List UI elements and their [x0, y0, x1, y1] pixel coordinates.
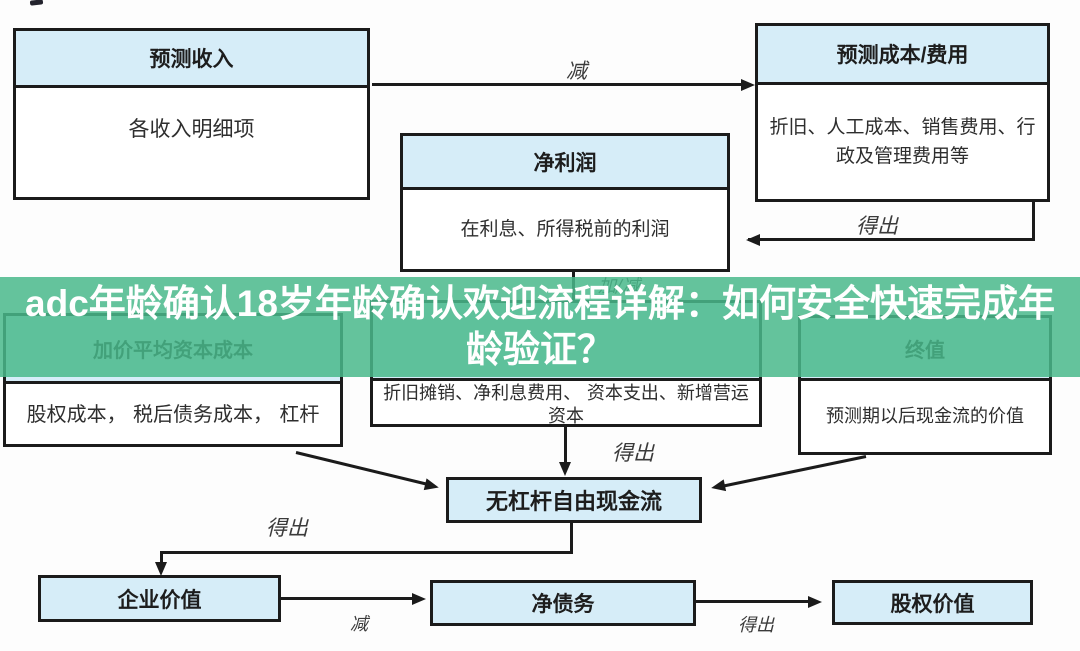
label-derive-fcf: 得出	[266, 516, 308, 540]
line-fcf-to-ev-vertical	[160, 551, 163, 565]
scan-artifact-mark	[29, 0, 44, 6]
arrow-ev-to-netdebt	[281, 597, 415, 600]
arrowhead-cost-to-netprofit	[746, 234, 760, 246]
box-terminal-value-body: 预测期以后现金流的价值	[826, 406, 1024, 427]
arrowhead-adjustments-to-fcf	[559, 462, 571, 476]
box-forecast-revenue-body: 各收入明细项	[128, 117, 255, 141]
box-equity-value: 股权价值	[832, 580, 1033, 625]
arrowhead-revenue-to-cost	[741, 79, 755, 91]
label-minus-bottom: 减	[350, 614, 368, 635]
arrowhead-fcf-to-ev	[155, 562, 167, 576]
arrow-wacc-to-fcf	[295, 451, 428, 486]
box-forecast-cost-title: 预测成本/费用	[758, 26, 1047, 85]
label-derive-adj: 得出	[612, 441, 654, 465]
arrowhead-netdebt-to-equity	[808, 596, 822, 608]
banner-text-line1: adc年龄确认18岁年龄确认欢迎流程详解：如何安全快速完成年	[25, 283, 1055, 324]
banner-text-line2: 龄验证？	[466, 329, 614, 370]
arrow-revenue-to-cost	[372, 83, 744, 86]
line-cost-derive-horizontal	[748, 238, 1035, 241]
promo-banner-overlay: adc年龄确认18岁年龄确认欢迎流程详解：如何安全快速完成年 龄验证？	[0, 277, 1080, 377]
line-adjustments-to-fcf	[564, 427, 567, 466]
box-forecast-cost-body: 折旧、人工成本、销售费用、行政及管理费用等	[769, 116, 1036, 167]
box-adjustments-body: 折旧摊销、净利息费用、 资本支出、新增营运资本	[383, 383, 749, 427]
box-wacc-body: 股权成本， 税后债务成本， 杠杆	[26, 401, 320, 426]
arrowhead-ev-to-netdebt	[412, 593, 426, 605]
box-forecast-revenue: 预测收入 各收入明细项	[13, 28, 370, 200]
label-derive-equity: 得出	[738, 615, 774, 636]
arrow-netdebt-to-equity	[696, 600, 811, 603]
box-unlevered-fcf: 无杠杆自由现金流	[446, 477, 702, 523]
arrow-terminal-to-fcf	[722, 455, 867, 488]
box-net-profit: 净利润 在利息、所得税前的利润	[400, 133, 730, 272]
box-forecast-cost: 预测成本/费用 折旧、人工成本、销售费用、行政及管理费用等	[755, 23, 1050, 202]
box-net-profit-body: 在利息、所得税前的利润	[460, 218, 670, 240]
box-net-debt: 净债务	[430, 580, 696, 626]
label-derive-cost: 得出	[856, 214, 898, 238]
line-fcf-to-ev-horizontal	[160, 551, 573, 554]
box-enterprise-value: 企业价值	[38, 575, 281, 622]
line-cost-derive-vertical	[1032, 202, 1035, 241]
box-forecast-revenue-title: 预测收入	[16, 31, 367, 88]
line-fcf-down	[570, 523, 573, 554]
box-net-profit-title: 净利润	[403, 136, 727, 190]
label-minus-top: 减	[566, 59, 587, 83]
